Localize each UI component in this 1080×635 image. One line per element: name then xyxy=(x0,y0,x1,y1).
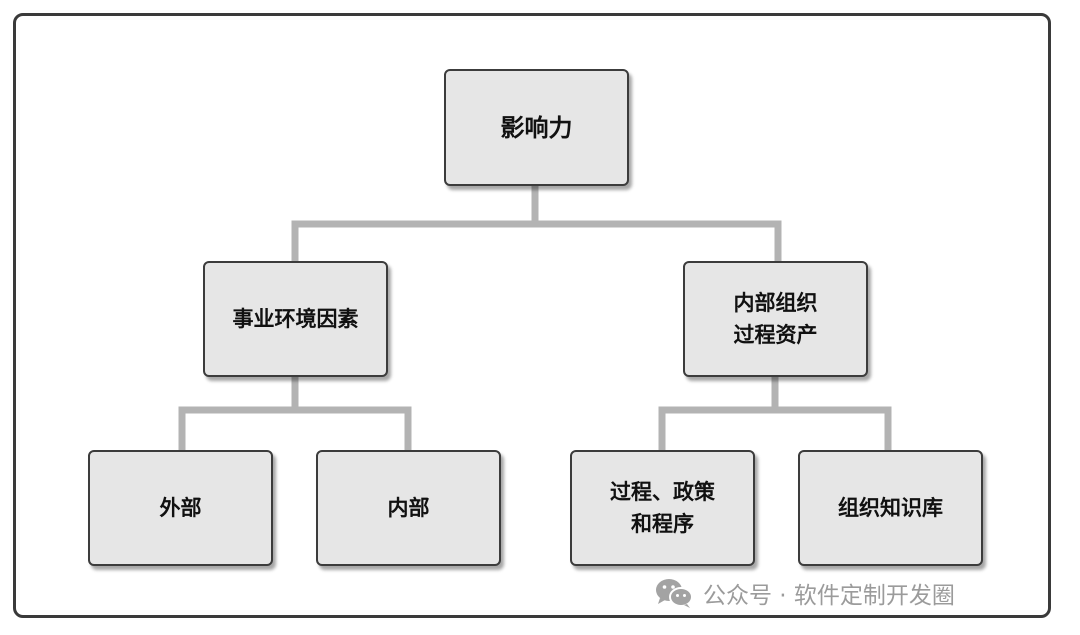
node-organizational-knowledge-base: 组织知识库 xyxy=(798,450,983,566)
node-influence: 影响力 xyxy=(444,69,629,186)
connector-left-branch xyxy=(178,373,412,455)
connector-right-branch xyxy=(658,373,892,455)
node-label: 外部 xyxy=(159,496,202,520)
connector-root xyxy=(291,182,782,266)
wechat-icon xyxy=(656,579,693,608)
watermark-text: 公众号 · 软件定制开发圈 xyxy=(703,583,955,609)
node-organizational-process-assets: 内部组织 过程资产 xyxy=(683,261,868,377)
node-label: 组织知识库 xyxy=(838,496,943,520)
node-internal: 内部 xyxy=(316,450,501,566)
node-label-line-1: 过程、政策 xyxy=(610,480,715,504)
node-label-line-2: 过程资产 xyxy=(733,323,818,347)
node-external: 外部 xyxy=(88,450,273,566)
node-label-line-2: 和程序 xyxy=(631,512,694,536)
watermark: 公众号 · 软件定制开发圈 xyxy=(655,575,955,611)
node-label: 影响力 xyxy=(500,113,573,142)
node-label-line-1: 内部组织 xyxy=(733,291,818,315)
node-processes-policies-procedures: 过程、政策 和程序 xyxy=(570,450,755,566)
node-label: 事业环境因素 xyxy=(232,307,359,331)
node-label: 内部 xyxy=(387,496,430,520)
node-enterprise-environmental-factors: 事业环境因素 xyxy=(203,261,388,377)
